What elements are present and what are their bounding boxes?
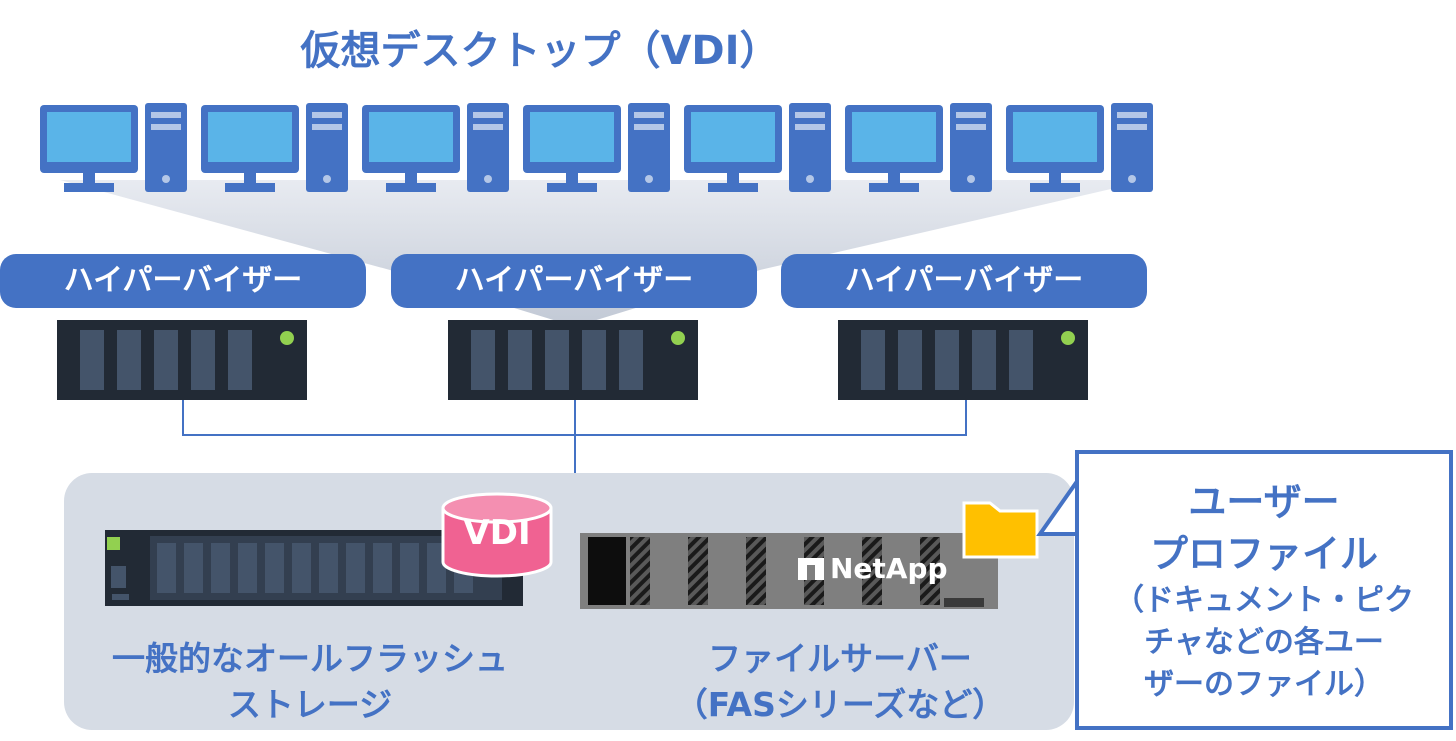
server-rack-icon	[448, 320, 698, 400]
desktop-monitor-icon	[684, 105, 782, 192]
callout-heading: ユーザー	[1188, 480, 1340, 524]
hypervisor-label-2: ハイパーバイザー	[391, 254, 757, 308]
desktop-monitor-icon	[201, 105, 299, 192]
hypervisor-label-1: ハイパーバイザー	[0, 254, 366, 308]
callout-detail: （ドキュメント・ピク	[1114, 583, 1414, 618]
callout-detail: ザーのファイル）	[1144, 667, 1384, 702]
desktop-monitor-icon	[1006, 105, 1104, 192]
desktop-workstation	[362, 103, 509, 192]
callout-pointer	[1036, 473, 1080, 536]
hypervisor-label-3: ハイパーバイザー	[781, 254, 1147, 308]
folder-icon	[962, 501, 1039, 559]
file-server-caption: ファイルサーバー （FASシリーズなど）	[655, 636, 1025, 728]
caption-line: ストレージ	[227, 685, 393, 724]
page-title: 仮想デスクトップ（VDI）	[300, 28, 780, 74]
caption-line: 一般的なオールフラッシュ	[112, 639, 508, 678]
desktop-workstation	[845, 103, 992, 192]
tower-pc-icon	[306, 103, 348, 192]
caption-line: ファイルサーバー	[708, 639, 972, 678]
desktop-monitor-icon	[523, 105, 621, 192]
callout-detail: チャなどの各ユー	[1144, 625, 1384, 660]
database-cylinder-icon	[441, 492, 553, 578]
user-profile-callout: ユーザー プロファイル （ドキュメント・ピク チャなどの各ユー ザーのファイル）	[1075, 450, 1453, 730]
netapp-logo-text: NetApp	[830, 552, 948, 585]
callout-heading: プロファイル	[1149, 532, 1378, 576]
desktop-monitor-icon	[362, 105, 460, 192]
desktop-workstation	[201, 103, 348, 192]
desktop-monitor-icon	[845, 105, 943, 192]
desktop-workstation	[523, 103, 670, 192]
tower-pc-icon	[628, 103, 670, 192]
tower-pc-icon	[1111, 103, 1153, 192]
tower-pc-icon	[789, 103, 831, 192]
tower-pc-icon	[145, 103, 187, 192]
desktop-workstation	[40, 103, 187, 192]
desktop-monitor-icon	[40, 105, 138, 192]
server-rack-icon	[57, 320, 307, 400]
desktop-workstation	[1006, 103, 1153, 192]
flash-storage-caption: 一般的なオールフラッシュ ストレージ	[90, 636, 530, 728]
file-server-icon	[580, 533, 998, 609]
tower-pc-icon	[467, 103, 509, 192]
desktop-workstation	[684, 103, 831, 192]
vdi-cylinder-label: VDI	[463, 513, 531, 553]
tower-pc-icon	[950, 103, 992, 192]
caption-line: （FASシリーズなど）	[674, 685, 1006, 724]
server-rack-icon	[838, 320, 1088, 400]
